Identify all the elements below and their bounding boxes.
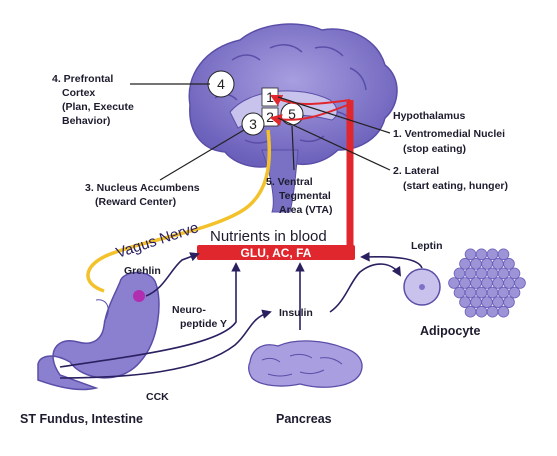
fat-cell [481,277,493,289]
adipocyte-cluster [448,248,526,318]
fat-cell [503,296,515,308]
label-nucleus-accumbens: 3. Nucleus Accumbens (Reward Center) [85,182,200,208]
arrow-grehlin [145,252,200,297]
fat-cell [503,277,515,289]
pancreas [248,340,363,388]
blood-title: Nutrients in blood [210,228,327,245]
fat-cell [475,305,488,318]
fat-cell [470,277,482,289]
stomach [37,271,160,391]
fat-cell [448,277,460,289]
label-prefrontal-cortex: 4. Prefrontal Cortex (Plan, Execute Beha… [52,73,134,127]
pointer-hypothalamus-vmn [277,96,391,134]
fat-cell [508,267,521,280]
svg-text:(stop eating): (stop eating) [403,143,466,155]
adipocyte-cell [403,268,441,306]
fat-cell [459,296,471,308]
svg-text:3. Nucleus Accumbens: 3. Nucleus Accumbens [85,182,200,194]
fat-cell [514,277,526,289]
fat-cell [503,258,515,270]
fat-cell [492,296,504,308]
fat-cell [464,248,477,261]
label-stomach: ST Fundus, Intestine [20,412,143,426]
svg-text:Tegmental: Tegmental [279,190,331,202]
fat-cell [475,248,488,261]
fat-cell [459,277,471,289]
fat-cell [497,248,510,261]
label-hypothalamus: Hypothalamus 1. Ventromedial Nuclei (sto… [393,110,508,192]
arrow-cck [59,309,272,379]
fat-cell [486,267,499,280]
label-insulin: Insulin [279,307,313,319]
svg-text:Cortex: Cortex [62,87,95,99]
grehlin-source-dot [133,290,145,302]
fat-cell [470,258,482,270]
svg-text:(Reward Center): (Reward Center) [95,196,176,208]
region-marker-5: 5 [280,102,304,126]
fat-cell [453,267,466,280]
fat-cell [492,258,504,270]
fat-cell [470,296,482,308]
arrow-insulin-adipose [329,263,402,313]
fat-cell [481,296,493,308]
fat-cell [497,305,510,318]
svg-text:4: 4 [217,76,225,92]
fat-cell [486,286,499,299]
fat-cell [508,286,521,299]
fat-cell [464,305,477,318]
fat-cell [486,305,499,318]
fat-cell [475,267,488,280]
fat-cell [481,258,493,270]
fat-cell [464,286,477,299]
vagus-nerve [86,129,272,293]
svg-text:2. Lateral: 2. Lateral [393,165,439,177]
svg-text:Hypothalamus: Hypothalamus [393,110,466,122]
svg-text:(start eating, hunger): (start eating, hunger) [403,180,508,192]
pointer-hypothalamus-lateral [277,117,391,171]
pointer-accumbens [159,129,245,181]
svg-text:peptide Y: peptide Y [180,318,227,330]
label-adipocyte: Adipocyte [420,324,480,338]
label-vta: 5. Ventral Tegmental Area (VTA) [266,176,332,216]
region-marker-4: 4 [207,70,235,98]
svg-text:1. Ventromedial Nuclei: 1. Ventromedial Nuclei [393,128,505,140]
fat-cell [497,267,510,280]
vagus-nerve-label: Vagus Nerve [114,219,201,262]
svg-text:5: 5 [288,106,296,122]
svg-text:5. Ventral: 5. Ventral [266,176,313,188]
svg-text:(Plan, Execute: (Plan, Execute [62,101,134,113]
fat-cell [492,277,504,289]
fat-cell [497,286,510,299]
arrow-leptin [360,251,423,269]
blood-bar [197,245,355,260]
label-pancreas: Pancreas [276,412,332,426]
label-grehlin: Grehlin [124,265,161,277]
region-marker-3: 3 [241,112,265,136]
fat-cell [475,286,488,299]
svg-text:3: 3 [249,116,257,132]
svg-text:Behavior): Behavior) [62,115,110,127]
svg-text:2: 2 [266,109,274,125]
label-neuropeptide: Neuro- peptide Y [172,304,227,330]
svg-text:4. Prefrontal: 4. Prefrontal [52,73,113,85]
blood-contents: GLU, AC, FA [241,246,312,260]
fat-cell [459,258,471,270]
label-leptin: Leptin [411,240,443,252]
svg-text:Area (VTA): Area (VTA) [279,204,332,216]
pointer-vta [291,125,295,171]
fat-cell [453,286,466,299]
fat-cell [464,267,477,280]
arrow-neuropeptide [59,262,241,368]
svg-text:Neuro-: Neuro- [172,304,206,316]
fat-cell [486,248,499,261]
label-cck: CCK [146,391,169,403]
